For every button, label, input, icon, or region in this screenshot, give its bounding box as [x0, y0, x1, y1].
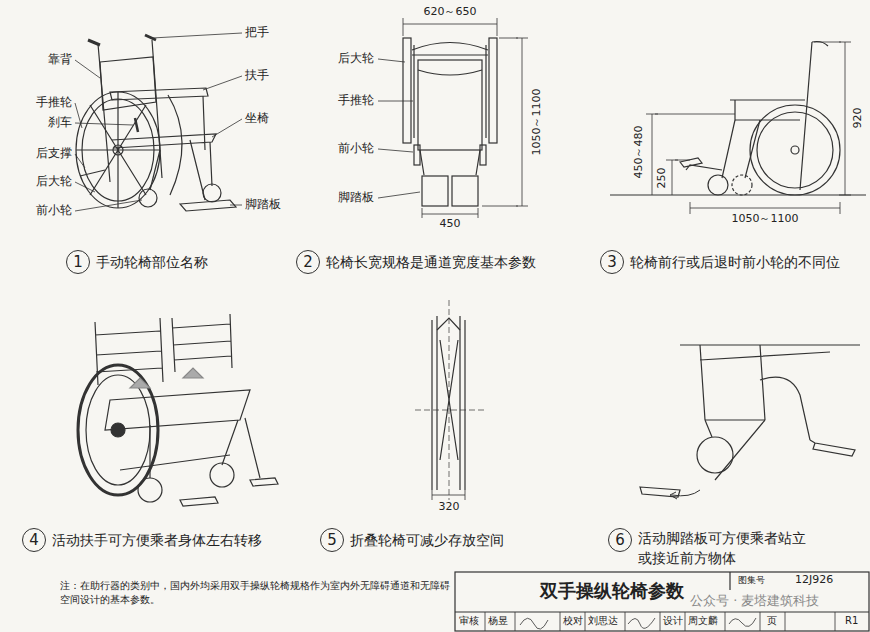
part-name: 靠背: [48, 53, 72, 67]
table-cell: 页: [767, 615, 777, 627]
watermark: 公众号 · 麦塔建筑科技: [690, 594, 819, 609]
note-text: 注：在助行器的类别中，国内外均采用双手操纵轮椅规格作为室内外无障碍通道和无障碍空…: [60, 579, 450, 606]
table-cell: 审核: [459, 615, 479, 627]
dimension: 620～650: [422, 6, 479, 19]
drawing-title: 双手操纵轮椅参数: [540, 581, 684, 602]
caption-callout: 6活动脚踏板可方便乘者站立 或接近前方物体: [608, 528, 820, 568]
caption-text: 轮椅前行或后退时前小轮的不同位: [630, 250, 840, 274]
callout-number: 4: [22, 528, 46, 552]
caption-callout: 1手动轮椅部位名称: [66, 250, 208, 274]
dimension: 1050～1100: [730, 213, 801, 226]
caption-text: 折叠轮椅可减少存放空间: [350, 528, 504, 552]
part-name: 手推轮: [338, 94, 374, 108]
part-name: 脚踏板: [245, 198, 281, 212]
caption-callout: 3轮椅前行或后退时前小轮的不同位: [600, 250, 840, 274]
caption-text: 活动脚踏板可方便乘者站立 或接近前方物体: [638, 528, 820, 568]
part-name: 脚踏板: [338, 191, 374, 205]
caption-callout: 5折叠轮椅可减少存放空间: [320, 528, 504, 552]
callout-number: 3: [600, 250, 624, 274]
dimension: 320: [437, 501, 462, 514]
part-name: 后大轮: [36, 175, 72, 189]
part-name: 把手: [245, 26, 269, 40]
dimension: 920: [852, 106, 865, 131]
dimension: 450～480: [633, 124, 646, 181]
table-cell: 图集号: [738, 575, 765, 585]
callout-number: 5: [320, 528, 344, 552]
caption-text: 活动扶手可方便乘者身体左右转移: [52, 528, 262, 552]
part-name: 坐椅: [245, 112, 269, 126]
callout-number: 2: [296, 250, 320, 274]
part-name: 后支撑: [36, 147, 72, 161]
dimension: 1050～1100: [531, 87, 544, 158]
caption-text: 轮椅长宽规格是通道宽度基本参数: [326, 250, 536, 274]
table-cell: 刘思达: [588, 615, 618, 627]
callout-number: 6: [608, 528, 632, 552]
table-cell: R1: [845, 615, 858, 627]
table-cell: 校对: [563, 615, 583, 627]
table-cell: 周文麟: [688, 615, 718, 627]
table-cell: 杨昱: [488, 615, 508, 627]
dimension: 250: [656, 166, 669, 191]
part-name: 前小轮: [338, 142, 374, 156]
table-cell: 12J926: [795, 574, 833, 587]
caption-callout: 4活动扶手可方便乘者身体左右转移: [22, 528, 262, 552]
caption-text: 手动轮椅部位名称: [96, 250, 208, 274]
part-name: 扶手: [245, 69, 269, 83]
callout-number: 1: [66, 250, 90, 274]
dimension: 450: [438, 218, 463, 231]
table-cell: 设计: [663, 615, 683, 627]
part-name: 手推轮: [36, 96, 72, 110]
caption-callout: 2轮椅长宽规格是通道宽度基本参数: [296, 250, 536, 274]
part-name: 后大轮: [338, 52, 374, 66]
part-name: 刹车: [48, 116, 72, 130]
part-name: 前小轮: [36, 204, 72, 218]
